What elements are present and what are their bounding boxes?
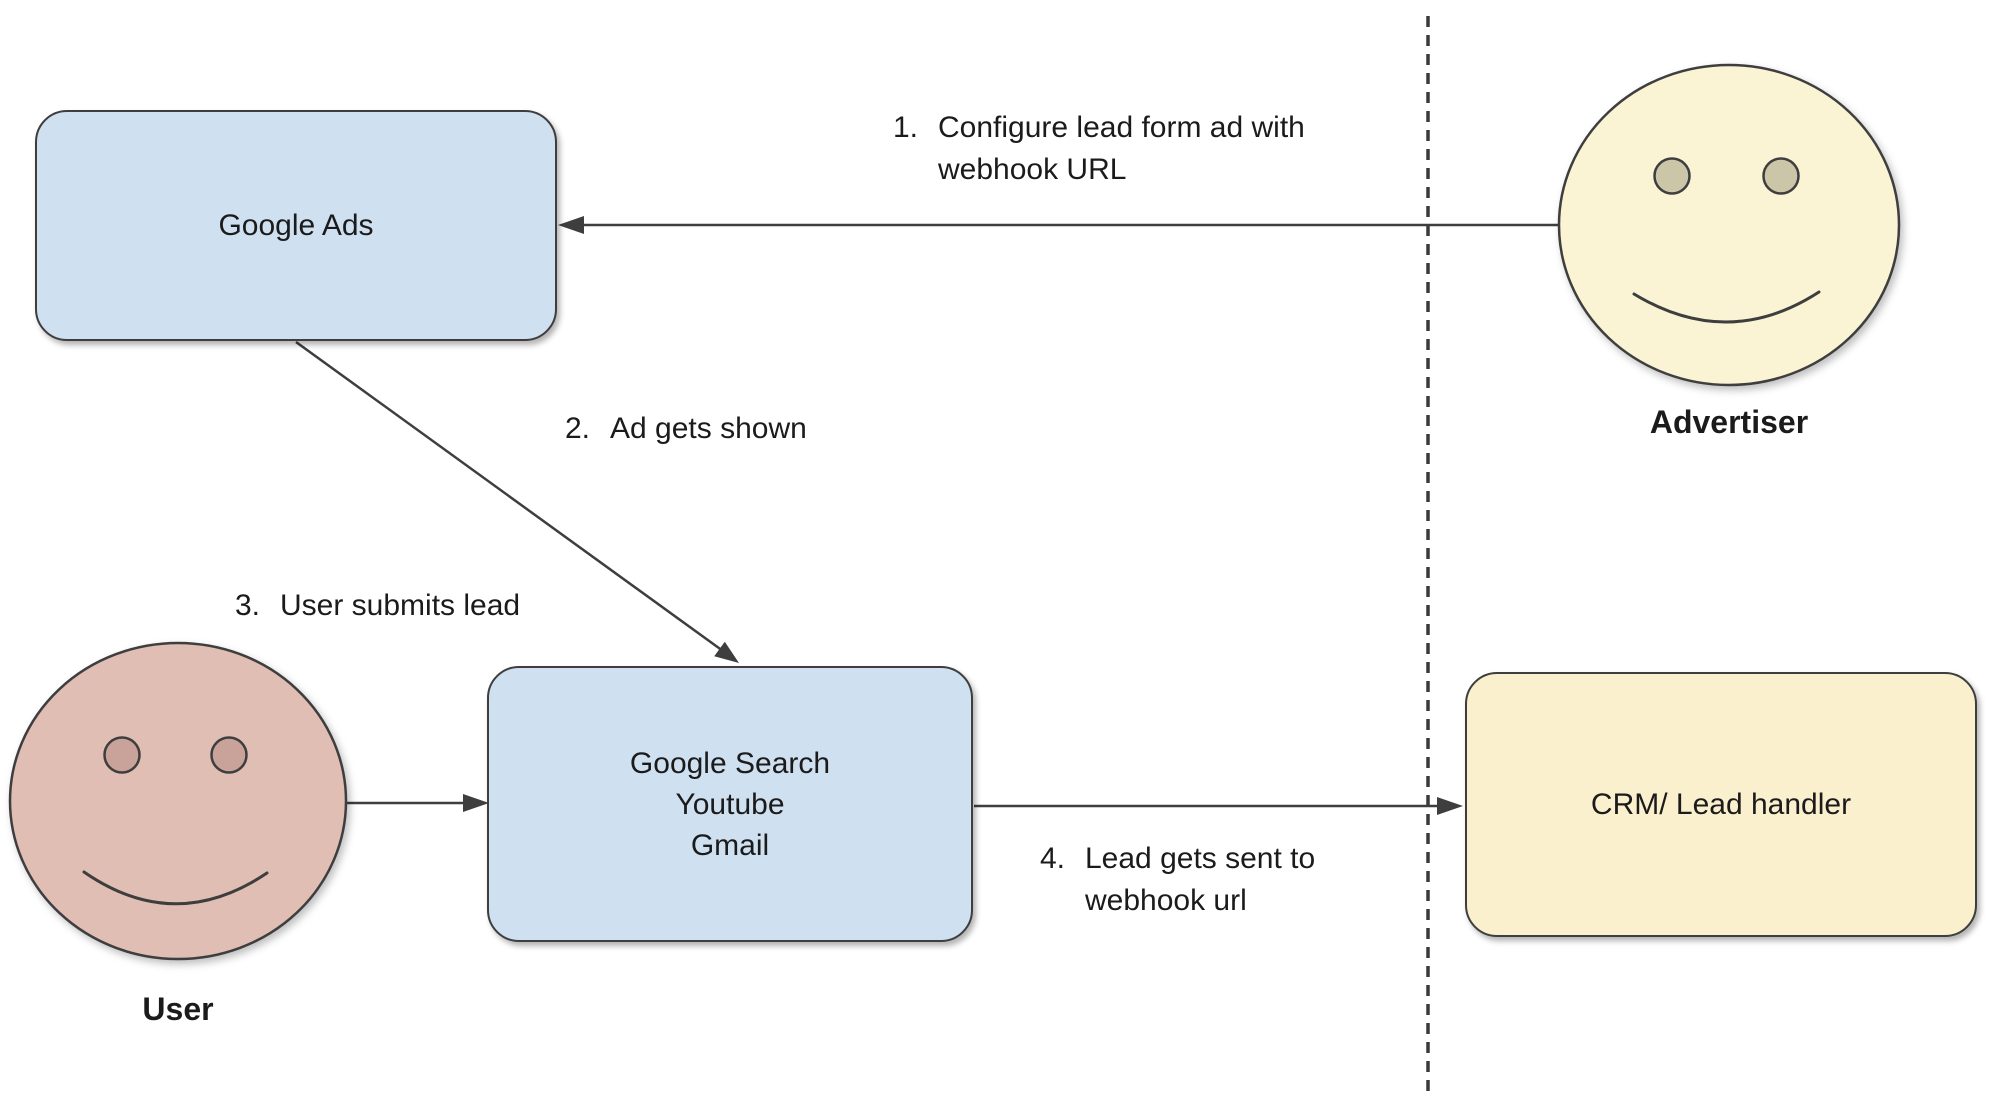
advertiser-face-icon — [1557, 63, 1901, 387]
step-2-label: 2. Ad gets shown — [556, 408, 807, 450]
step-4-number: 4. — [1039, 842, 1065, 875]
advertiser-left-eye — [1653, 157, 1691, 195]
google-surfaces-line-2: Youtube — [675, 787, 785, 821]
google-surfaces-line-1: Google Search — [629, 746, 831, 780]
arrow-step1-head — [558, 216, 584, 234]
user-label: User — [142, 991, 214, 1027]
crm-label: CRM/ Lead handler — [1590, 788, 1852, 821]
google-surfaces-line-3: Gmail — [690, 828, 770, 862]
arrow-step3-head — [463, 794, 489, 812]
google-ads-box: Google Ads — [35, 110, 557, 341]
step-4-line-1: Lead gets sent to — [1085, 842, 1316, 875]
advertiser-right-eye — [1762, 157, 1800, 195]
step-4-label: 4. Lead gets sent to webhook url — [1031, 838, 1315, 922]
google-ads-label: Google Ads — [218, 209, 374, 242]
arrow-step2-head — [714, 641, 739, 663]
arrow-step4-head — [1437, 797, 1463, 815]
user-smile — [82, 870, 269, 906]
user-head — [8, 641, 348, 961]
step-1-line-2: webhook URL — [938, 153, 1127, 186]
step-1-number: 1. — [892, 111, 918, 144]
step-2-number: 2. — [564, 412, 590, 445]
user-right-eye — [210, 736, 248, 774]
step-4-line-2: webhook url — [1085, 884, 1247, 917]
user-left-eye — [103, 736, 141, 774]
advertiser-head — [1557, 63, 1901, 387]
step-3-label: 3. User submits lead — [226, 585, 520, 627]
step-1-line-1: Configure lead form ad with — [938, 111, 1305, 144]
step-1-label: 1. Configure lead form ad with webhook U… — [884, 107, 1305, 191]
user-face-icon — [8, 641, 348, 961]
crm-box: CRM/ Lead handler — [1465, 672, 1977, 937]
step-2-line-1: Ad gets shown — [610, 412, 807, 445]
advertiser-label: Advertiser — [1649, 404, 1809, 440]
step-3-number: 3. — [234, 589, 260, 622]
advertiser-smile — [1632, 290, 1821, 324]
step-3-line-1: User submits lead — [280, 589, 521, 622]
google-surfaces-box: Google Search Youtube Gmail — [487, 666, 973, 942]
